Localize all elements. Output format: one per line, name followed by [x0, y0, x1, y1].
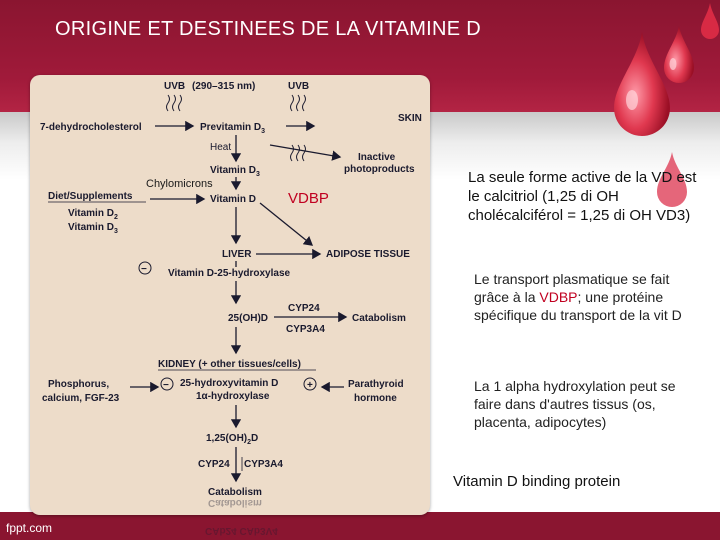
vitamin-d-label: Vitamin D	[210, 194, 256, 205]
phosphorus-label-2: calcium, FGF-23	[42, 393, 120, 404]
phosphorus-minus-icon: −	[163, 380, 169, 391]
heat-label: Heat	[210, 142, 231, 153]
diet-label: Diet/Supplements	[48, 191, 133, 202]
vitamin-d2-label: Vitamin D2	[68, 208, 118, 221]
25ohd-label: 25(OH)D	[228, 313, 268, 324]
vdbp-definition: Vitamin D binding protein	[453, 473, 621, 490]
transport-vdbp-accent: VDBP	[539, 289, 578, 305]
pth-plus-icon: +	[307, 380, 313, 391]
uvb-range-label: (290–315 nm)	[192, 81, 255, 92]
previtamin-label: Previtamin D3	[200, 122, 265, 135]
vitamin-d3-diet-label: Vitamin D3	[68, 222, 118, 235]
slide-title: ORIGINE ET DESTINEES DE LA VITAMINE D	[55, 18, 482, 40]
drop-medium-icon	[664, 26, 694, 83]
inactive-label-2: photoproducts	[344, 164, 415, 175]
alpha-hydroxylase-label: 1α-hydroxylase	[196, 391, 270, 402]
chylomicrons-label: Chylomicrons	[146, 178, 213, 190]
hydroxylation-text: La 1 alpha hydroxylation peut se faire d…	[474, 378, 676, 430]
vdbp-label: VDBP	[288, 190, 329, 207]
skin-label: SKIN	[398, 113, 422, 124]
catabolism-label: Catabolism	[352, 313, 406, 324]
transport-text-start: Le transport plasmatique se fait grâce à…	[474, 271, 670, 305]
adipose-label: ADIPOSE TISSUE	[326, 249, 410, 260]
pth-label-2: hormone	[354, 393, 397, 404]
dehydrocholesterol-label: 7-dehydrocholesterol	[40, 122, 142, 133]
vitamin-d-diagram: UVB (290–315 nm) UVB 7-dehydrocholestero…	[30, 75, 430, 515]
vitamin-d3-skin-label: Vitamin D3	[210, 165, 260, 178]
footer-brand: fppt.com	[6, 521, 53, 535]
cyp3a4-label: CYP3A4	[286, 324, 325, 335]
cyp24-label: CYP24	[288, 303, 320, 314]
calcitriol-label: 1,25(OH)2D	[206, 433, 258, 446]
uvb-left-label: UVB	[164, 81, 185, 92]
transport-text: Le transport plasmatique se fait grâce à…	[474, 270, 696, 324]
uvb-right-label: UVB	[288, 81, 309, 92]
footer-band	[0, 512, 720, 540]
uvb-rays-icon	[166, 94, 306, 162]
cyp-reflection: CAb24 CAb3V4	[205, 525, 278, 536]
calcitriol-text: La seule forme active de la VD est le ca…	[468, 169, 697, 224]
cyp3a4-b-label: CYP3A4	[244, 459, 283, 470]
transport-text-end: ; une protéine spécifique du transport d…	[474, 289, 682, 323]
pth-label-1: Parathyroid	[348, 379, 404, 390]
liver-label: LIVER	[222, 249, 252, 260]
drop-bottom-icon	[657, 152, 687, 207]
inactive-label-1: Inactive	[358, 152, 396, 163]
cyp24-b-label: CYP24	[198, 459, 230, 470]
hydroxylase25-label: Vitamin D-25-hydroxylase	[168, 268, 291, 279]
catabolism-b-label: Catabolism	[208, 487, 262, 498]
drop-small-icon	[701, 3, 719, 39]
kidney-label: KIDNEY (+ other tissues/cells)	[158, 359, 301, 370]
phosphorus-label-1: Phosphorus,	[48, 379, 109, 390]
inhibition-minus-icon: −	[141, 264, 147, 275]
catabolism-reflection: Catabolism	[208, 497, 262, 508]
hydroxyvitamin-label: 25-hydroxyvitamin D	[180, 378, 278, 389]
drop-large-icon	[614, 32, 670, 136]
